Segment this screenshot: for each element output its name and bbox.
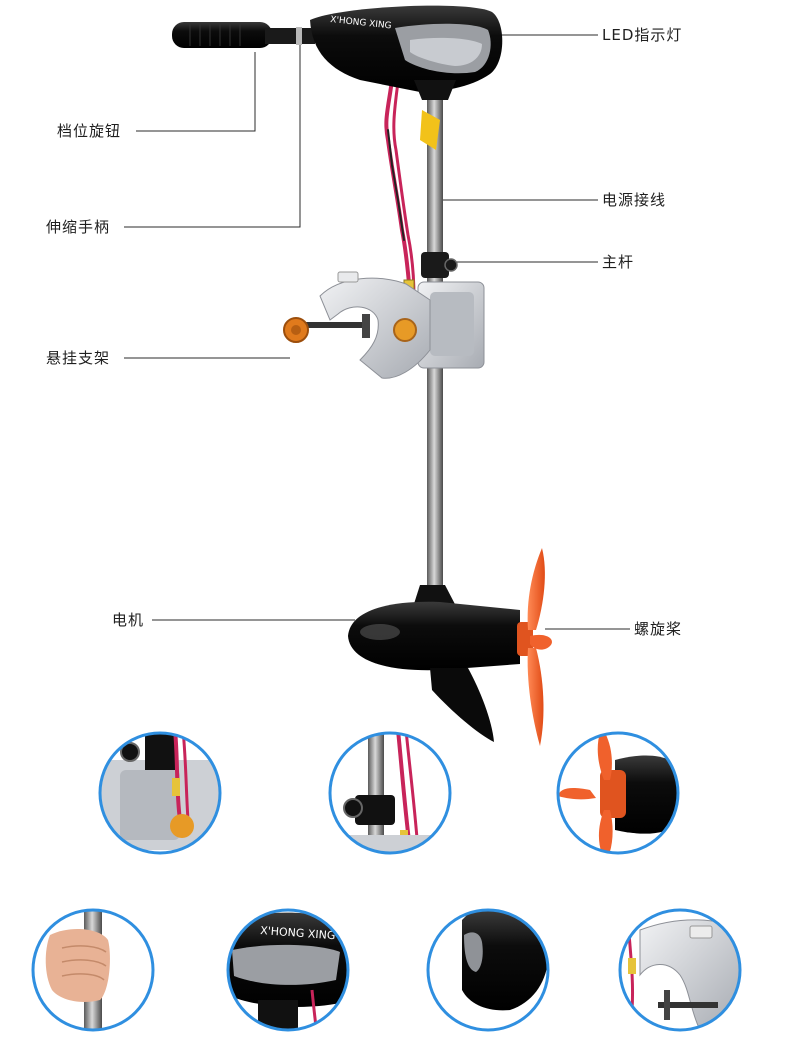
detail-clamp xyxy=(618,908,742,1032)
detail-bracket-collar xyxy=(98,731,222,855)
label-telescopic-handle: 伸缩手柄 xyxy=(46,218,111,236)
label-power-cable: 电源接线 xyxy=(602,191,667,209)
label-motor: 电机 xyxy=(112,611,145,629)
label-mount-bracket: 悬挂支架 xyxy=(46,349,111,367)
label-gear-knob: 档位旋钮 xyxy=(57,122,122,140)
brand-text-detail: X'HONG XING xyxy=(260,924,336,942)
label-propeller: 螺旋桨 xyxy=(634,620,683,638)
detail-head-side xyxy=(426,908,550,1032)
power-cable xyxy=(384,78,416,303)
label-led-indicator: LED指示灯 xyxy=(602,26,683,44)
propeller xyxy=(527,548,552,746)
motor xyxy=(348,585,533,742)
leader-lines xyxy=(124,34,630,630)
detail-head-brand: X'HONG XING xyxy=(226,908,350,1032)
mount-bracket xyxy=(283,271,485,379)
label-main-shaft: 主杆 xyxy=(602,253,635,271)
warning-tag xyxy=(420,110,440,150)
handle-head: X'HONG XING xyxy=(172,5,503,100)
shaft-collar xyxy=(421,252,449,278)
detail-hand-grip xyxy=(31,908,155,1032)
detail-propeller-hub xyxy=(556,731,680,855)
detail-collar-wires xyxy=(328,731,452,855)
